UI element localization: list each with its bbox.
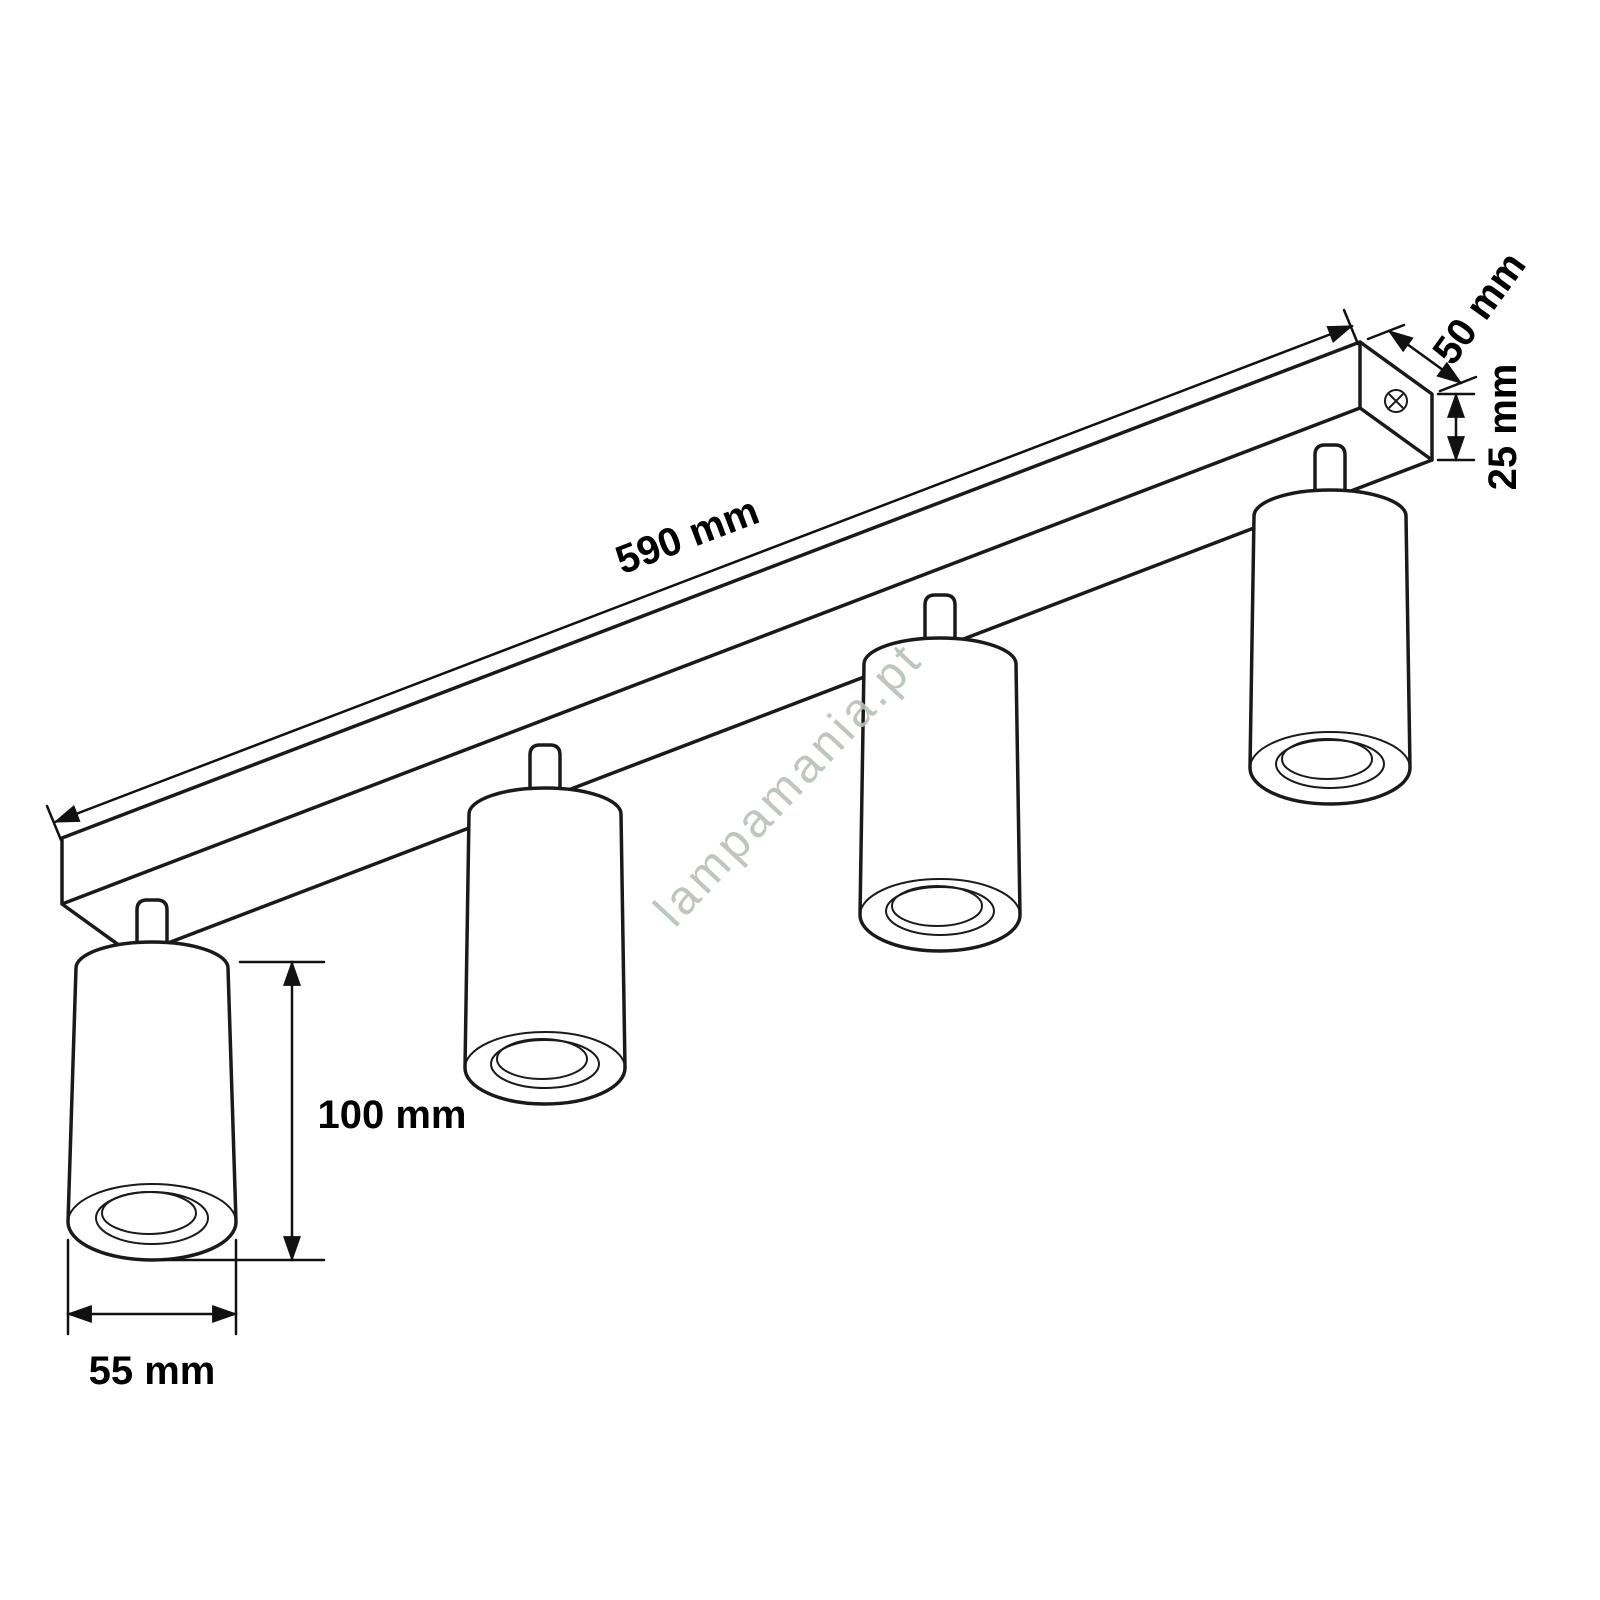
dimension-rail-length: 590 mm: [45, 308, 1360, 842]
spot-1-bottom-rim: [67, 1183, 237, 1261]
spotlight-4: [1248, 443, 1412, 806]
rail-width-arrow-line: [1387, 329, 1463, 385]
rail-width-label: 50 mm: [1424, 244, 1534, 372]
spot-2-lens: [496, 1038, 588, 1080]
rail-height-label: 25 mm: [1481, 364, 1525, 491]
spot-4-body: [1248, 488, 1412, 806]
spot-3-bottom-rim: [859, 878, 1021, 952]
dimension-spot-diameter: 55 mm: [66, 1238, 238, 1393]
spot-2-body: [463, 786, 627, 1106]
dimension-rail-height: 25 mm: [1436, 364, 1525, 491]
rail-length-label: 590 mm: [610, 489, 765, 583]
spot-1-body: [66, 940, 238, 1262]
dimension-spot-height: 100 mm: [160, 960, 467, 1262]
rail-width-ext-line-2: [1438, 375, 1478, 393]
spotlight-1: [66, 898, 238, 1262]
spotlight-2: [463, 743, 627, 1106]
spot-height-label: 100 mm: [318, 1093, 467, 1137]
rail-length-end-tick-right: [1342, 308, 1360, 346]
rail-length-end-tick-left: [45, 804, 63, 842]
rail-length-arrow-line: [53, 324, 1354, 824]
spot-1-lens: [101, 1191, 197, 1235]
spot-3-lens: [891, 885, 983, 927]
spot-diameter-label: 55 mm: [89, 1349, 216, 1393]
rail-width-ext-line-1: [1366, 323, 1406, 341]
mounting-screw-icon: [1384, 389, 1408, 413]
rail-end-bottom-edge: [1358, 406, 1434, 462]
spot-2-bottom-rim: [464, 1031, 626, 1105]
